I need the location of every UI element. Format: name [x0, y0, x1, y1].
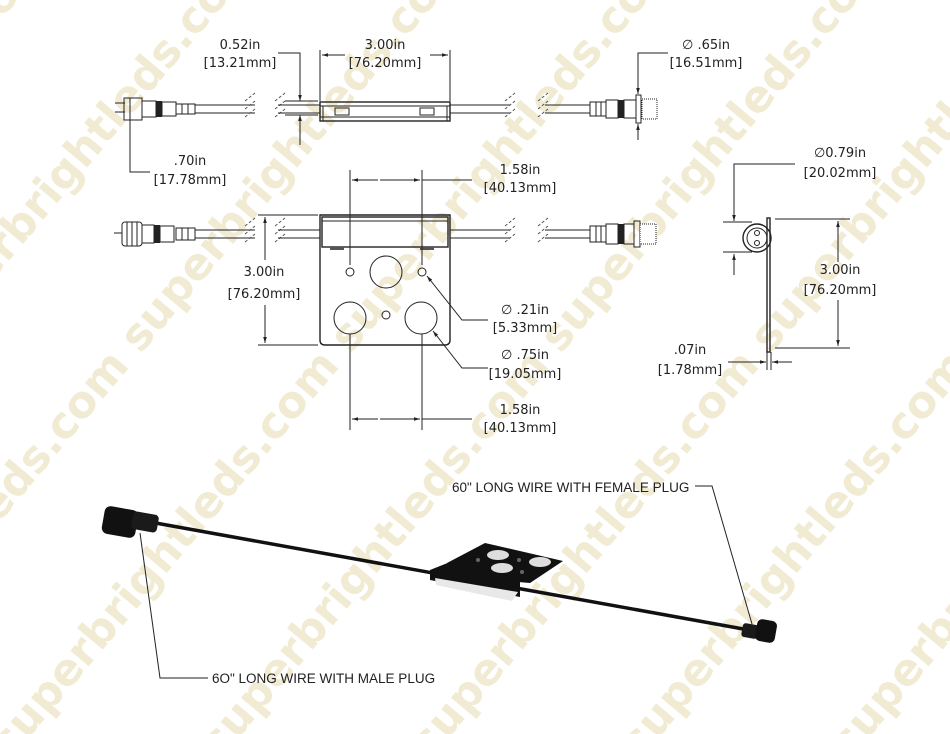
side-height-in: 3.00in	[820, 263, 861, 278]
female-plug-icon	[589, 94, 658, 124]
top-view: 3.00in [76.20mm] 0.52in [13.21mm] .70in …	[115, 38, 742, 188]
large-hole-dim-mm: [19.05mm]	[489, 367, 562, 382]
top-height-mm: [13.21mm]	[204, 56, 277, 71]
female-plug-icon	[741, 619, 777, 643]
female-plug-dim-mm: [16.51mm]	[670, 56, 743, 71]
plate-height-in: 3.00in	[244, 265, 285, 280]
thickness-in: .07in	[674, 343, 707, 358]
module-body-top	[319, 101, 451, 122]
male-plug-dim-mm: [17.78mm]	[154, 173, 227, 188]
side-view: ∅0.79in [20.02mm] 3.00in [76.20mm] .07in…	[658, 146, 877, 378]
connector-end-icon	[742, 223, 772, 253]
led-module-icon	[430, 543, 563, 601]
hole-spacing-top-in: 1.58in	[500, 163, 541, 178]
top-height-in: 0.52in	[220, 38, 261, 53]
hole-spacing-bottom-in: 1.58in	[500, 403, 541, 418]
side-diameter-in: ∅0.79in	[814, 146, 866, 161]
top-length-mm: [76.20mm]	[349, 56, 422, 71]
small-hole-dim-in: ∅ .21in	[501, 303, 549, 318]
hole-spacing-top-mm: [40.13mm]	[484, 181, 557, 196]
isometric-view: 60" LONG WIRE WITH FEMALE PLUG 6O" LONG …	[101, 480, 777, 686]
mounting-plate	[319, 214, 451, 346]
plate-edge	[766, 217, 771, 353]
male-plug-icon	[114, 221, 196, 247]
female-plug-dim-in: ∅ .65in	[682, 38, 730, 53]
side-height-mm: [76.20mm]	[804, 283, 877, 298]
male-plug-icon	[115, 97, 196, 121]
female-plug-label: 60" LONG WIRE WITH FEMALE PLUG	[452, 480, 689, 495]
small-hole-icon	[417, 267, 427, 277]
female-plug-icon	[589, 220, 657, 248]
front-view: 1.58in [40.13mm] 3.00in [76.20mm] ∅ .21i…	[114, 163, 657, 436]
top-length-in: 3.00in	[365, 38, 406, 53]
thickness-mm: [1.78mm]	[658, 363, 722, 378]
male-plug-dim-in: .70in	[174, 154, 207, 169]
small-hole-icon	[345, 267, 355, 277]
large-hole-icon	[369, 255, 403, 289]
large-hole-dim-in: ∅ .75in	[501, 348, 549, 363]
side-diameter-mm: [20.02mm]	[804, 166, 877, 181]
hole-spacing-bottom-mm: [40.13mm]	[484, 421, 557, 436]
small-hole-icon	[381, 310, 391, 320]
plate-height-mm: [76.20mm]	[228, 287, 301, 302]
large-hole-icon	[404, 301, 438, 335]
small-hole-dim-mm: [5.33mm]	[493, 321, 557, 336]
male-plug-label: 6O" LONG WIRE WITH MALE PLUG	[212, 671, 435, 686]
male-plug-icon	[101, 506, 159, 538]
